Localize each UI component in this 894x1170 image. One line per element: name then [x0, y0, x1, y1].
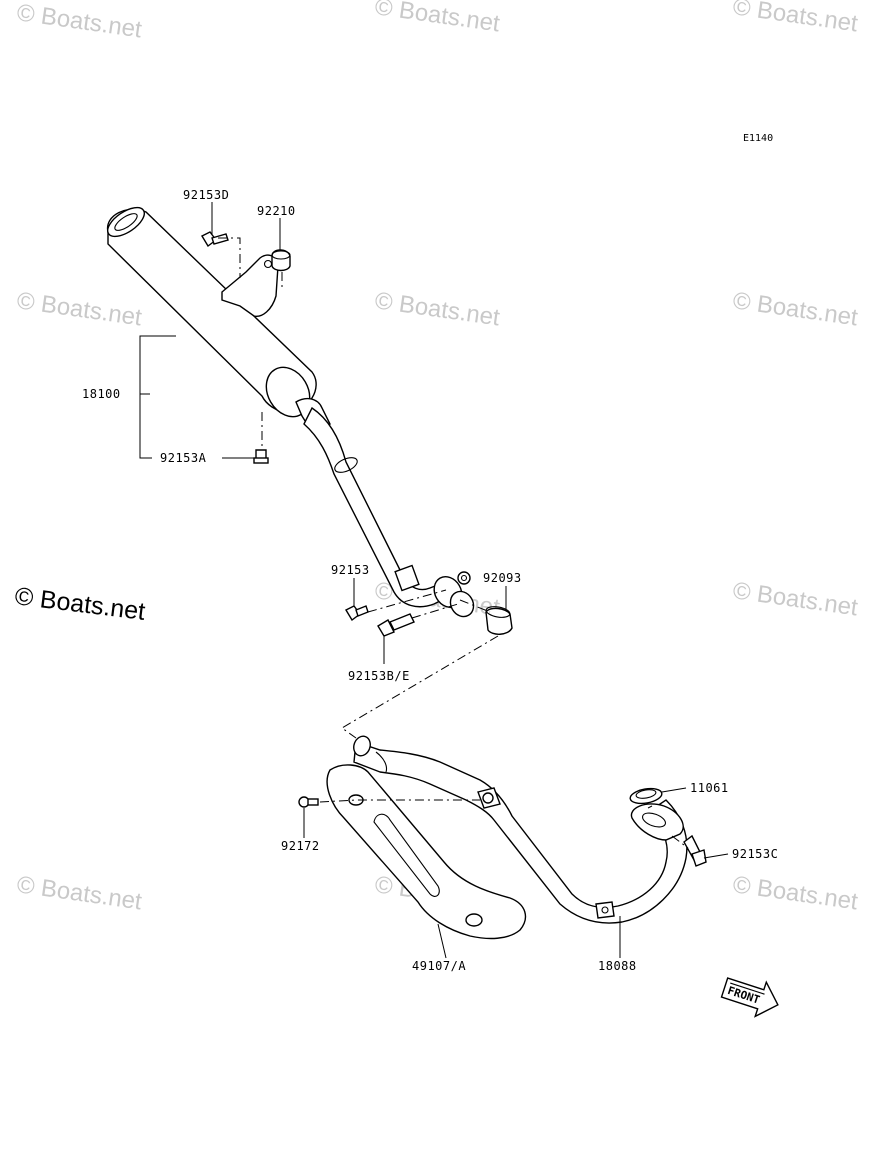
part-label-92153D[interactable]: 92153D [183, 188, 229, 202]
part-label-92153C[interactable]: 92153C [732, 847, 778, 861]
gasket-92093 [485, 606, 513, 635]
front-arrow-icon: FRONT [720, 977, 779, 1018]
gasket-11061 [629, 787, 663, 805]
watermark: © Boats.net [731, 577, 860, 621]
watermark: © Boats.net [731, 0, 860, 37]
leader-lines [139, 202, 729, 959]
part-label-92210[interactable]: 92210 [257, 204, 296, 218]
watermark: © Boats.net [731, 871, 860, 915]
part-label-92153A[interactable]: 92153A [160, 451, 207, 465]
bolt-92153C [683, 834, 707, 867]
heat-guard-49107A [326, 764, 527, 940]
watermark-prominent: © Boats.net [13, 582, 146, 626]
assembly-lines [218, 237, 689, 849]
bolt-92153BE [377, 613, 415, 637]
grommet-92210 [271, 249, 291, 272]
exhaust-pipe-18088 [353, 735, 688, 924]
part-label-92153[interactable]: 92153 [331, 563, 370, 577]
part-label-11061[interactable]: 11061 [690, 781, 729, 795]
diagram-code: E1140 [743, 133, 773, 144]
watermark: © Boats.net [731, 287, 860, 331]
part-label-49107A[interactable]: 49107/A [412, 959, 466, 973]
watermark: © Boats.net [15, 0, 144, 43]
part-labels: 92153D 92210 18100 92153A 92153 92093 92… [82, 188, 778, 973]
part-label-92172[interactable]: 92172 [281, 839, 320, 853]
watermark: © Boats.net [15, 287, 144, 331]
bolt-92153A [253, 449, 269, 464]
silencer-pipe [303, 406, 475, 618]
watermark: © Boats.net [373, 287, 502, 331]
bolt-92153 [345, 605, 369, 622]
bolt-92172 [298, 796, 319, 808]
bolt-92153D [201, 231, 229, 248]
part-label-92093[interactable]: 92093 [483, 571, 522, 585]
watermark: © Boats.net [15, 871, 144, 915]
watermark: © Boats.net [373, 0, 502, 37]
part-label-18088[interactable]: 18088 [598, 959, 637, 973]
part-label-18100[interactable]: 18100 [82, 387, 121, 401]
part-label-92153BE[interactable]: 92153B/E [348, 669, 410, 683]
